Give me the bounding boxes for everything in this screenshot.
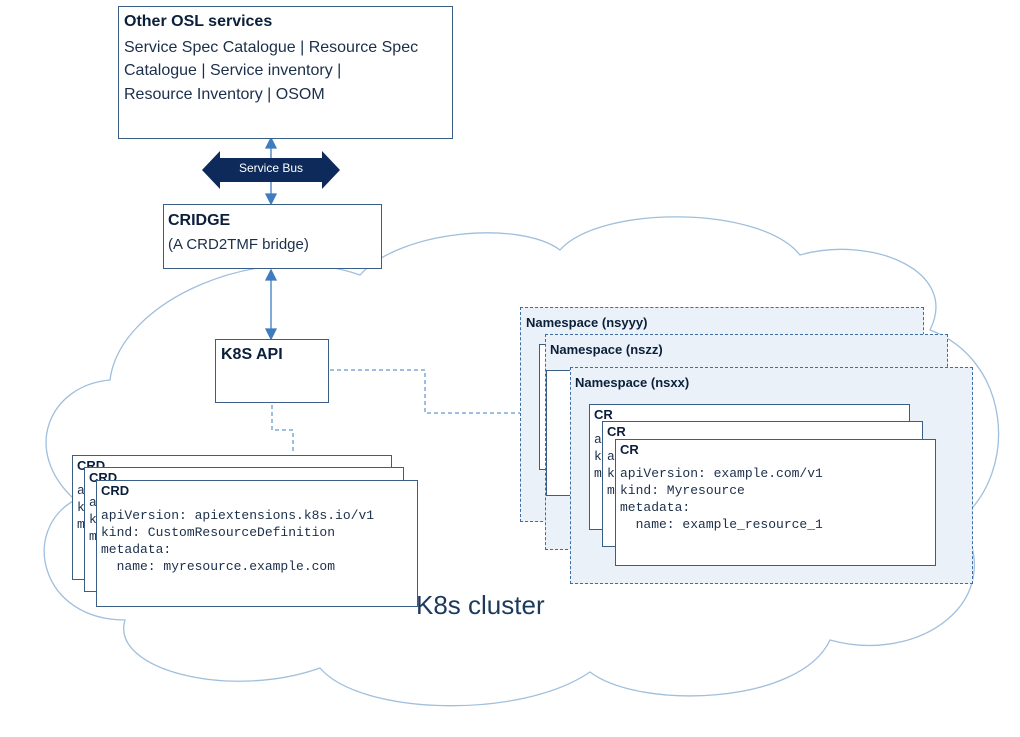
- cr-line-metadata: metadata:: [620, 500, 691, 515]
- cr-card-back-1-title: CR: [607, 424, 626, 439]
- cr-card-back-2-title: CR: [594, 407, 613, 422]
- crd-card-front[interactable]: CRD apiVersion: apiextensions.k8s.io/v1 …: [96, 480, 418, 607]
- crd-line-kind: kind: CustomResourceDefinition: [101, 525, 336, 540]
- cr-line-name: name: example_resource_1: [620, 517, 823, 532]
- cr-card-back-1-char-2: k: [607, 466, 615, 481]
- cridge-subtitle: (A CRD2TMF bridge): [168, 236, 309, 253]
- cr-card-front[interactable]: CR apiVersion: example.com/v1 kind: Myre…: [615, 439, 936, 566]
- osl-services-line-1: Service Spec Catalogue | Resource Spec: [124, 39, 419, 56]
- crd-card-back-1-char-1: a: [89, 495, 97, 510]
- cr-card-back-1-char-1: a: [607, 449, 615, 464]
- cr-card-back-2-char-2: k: [594, 449, 602, 464]
- crd-card-back-2-char-1: a: [77, 483, 85, 498]
- namespace-nsxx-title: Namespace (nsxx): [575, 375, 690, 390]
- cr-line-kind: kind: Myresource: [620, 483, 745, 498]
- crd-line-metadata: metadata:: [101, 542, 172, 557]
- crd-card-back-1-char-2: k: [89, 512, 97, 527]
- cr-card-back-2-char-1: a: [594, 432, 602, 447]
- crd-line-apiversion: apiVersion: apiextensions.k8s.io/v1: [101, 508, 375, 523]
- cr-card-back-1-char-3: m: [607, 483, 615, 498]
- cr-line-apiversion: apiVersion: example.com/v1: [620, 466, 823, 481]
- namespace-nszz-title: Namespace (nszz): [550, 342, 663, 357]
- cridge-box[interactable]: CRIDGE (A CRD2TMF bridge): [163, 204, 382, 269]
- crd-line-name: name: myresource.example.com: [101, 559, 336, 574]
- k8s-api-title: K8S API: [221, 346, 283, 363]
- crd-card-title: CRD: [101, 483, 130, 498]
- k8s-cluster-label: K8s cluster: [416, 590, 545, 620]
- crd-card-back-2-char-3: m: [77, 517, 85, 532]
- osl-services-line-2: Catalogue | Service inventory |: [124, 62, 342, 79]
- cridge-k8s-connector: [264, 268, 278, 341]
- crd-card-back-1-char-3: m: [89, 529, 97, 544]
- service-bus-arrow: [202, 151, 340, 189]
- crd-card-back-2-char-2: k: [77, 500, 85, 515]
- osl-services-title: Other OSL services: [124, 13, 273, 30]
- cridge-title: CRIDGE: [168, 212, 231, 229]
- osl-services-line-3: Resource Inventory | OSOM: [124, 86, 325, 103]
- namespace-nsyyy-title: Namespace (nsyyy): [526, 315, 648, 330]
- k8s-api-box[interactable]: K8S API: [215, 339, 329, 403]
- dashed-connectors: [271, 369, 520, 453]
- service-bus-label: Service Bus: [238, 161, 304, 175]
- cr-card-title: CR: [620, 442, 639, 457]
- osl-services-box[interactable]: Other OSL services Service Spec Catalogu…: [118, 6, 453, 139]
- cr-card-back-2-char-3: m: [594, 466, 602, 481]
